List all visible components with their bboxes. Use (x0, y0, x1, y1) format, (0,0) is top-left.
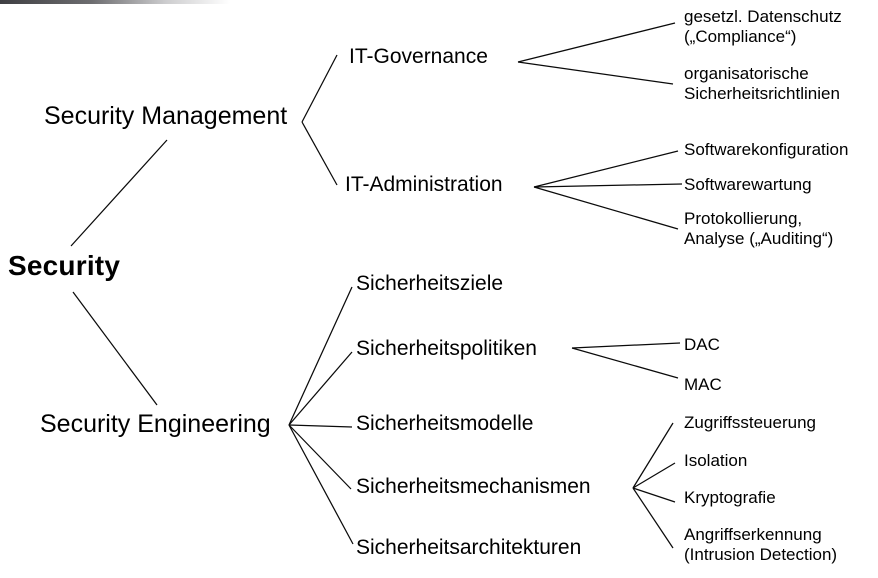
node-sicherheitsarchitekturen: Sicherheitsarchitekturen (356, 536, 582, 559)
edge-engineering-to-ziele (288, 286, 353, 426)
leaf-mac: MAC (684, 375, 722, 395)
edge-mechanismen-to-angriffserkennung (632, 487, 674, 549)
edge-security-to-security-engineering (72, 291, 158, 406)
edge-governance-to-datenschutz (517, 22, 676, 63)
leaf-line: gesetzl. Datenschutz (684, 7, 842, 26)
top-edge-artifact (0, 0, 230, 4)
leaf-softwarekonfiguration: Softwarekonfiguration (684, 140, 848, 160)
leaf-organisatorische-richtlinien: organisatorische Sicherheitsrichtlinien (684, 64, 840, 104)
edge-mechanismen-to-zugriffssteuerung (632, 422, 674, 489)
edge-engineering-to-mechanismen (288, 424, 352, 490)
leaf-line: Protokollierung, (684, 209, 803, 228)
leaf-line: („Compliance“) (684, 27, 797, 46)
leaf-gesetzl-datenschutz: gesetzl. Datenschutz („Compliance“) (684, 7, 842, 47)
node-sicherheitsmechanismen: Sicherheitsmechanismen (356, 475, 591, 498)
leaf-line: Softwarekonfiguration (684, 140, 849, 159)
node-security-management: Security Management (44, 102, 288, 130)
edge-administration-to-konfiguration (533, 150, 679, 188)
node-sicherheitsziele: Sicherheitsziele (356, 272, 504, 295)
node-sicherheitspolitiken: Sicherheitspolitiken (356, 337, 537, 360)
edge-management-to-it-governance (301, 54, 338, 123)
leaf-isolation: Isolation (684, 451, 747, 471)
leaf-zugriffssteuerung: Zugriffssteuerung (684, 413, 816, 433)
leaf-line: Zugriffssteuerung (684, 413, 816, 432)
leaf-line: Kryptografie (684, 488, 776, 507)
leaf-line: Analyse („Auditing“) (684, 229, 834, 248)
leaf-line: Isolation (684, 451, 748, 470)
leaf-line: organisatorische (684, 64, 809, 83)
edge-administration-to-protokollierung (533, 186, 679, 230)
node-sicherheitsmodelle: Sicherheitsmodelle (356, 412, 534, 435)
leaf-softwarewartung: Softwarewartung (684, 175, 812, 195)
edge-engineering-to-architekturen (288, 424, 354, 545)
edge-engineering-to-politiken (288, 351, 353, 426)
leaf-line: DAC (684, 335, 720, 354)
leaf-line: Angriffserkennung (684, 525, 822, 544)
node-it-administration: IT-Administration (345, 173, 503, 196)
edge-politiken-to-dac (571, 342, 681, 349)
leaf-line: (Intrusion Detection) (684, 545, 838, 564)
edge-mechanismen-to-isolation (632, 462, 676, 489)
leaf-angriffserkennung: Angriffserkennung (Intrusion Detection) (684, 525, 837, 565)
edge-management-to-it-administration (301, 121, 338, 186)
leaf-line: Softwarewartung (684, 175, 812, 194)
leaf-line: Sicherheitsrichtlinien (684, 84, 840, 103)
leaf-kryptografie: Kryptografie (684, 488, 776, 508)
edge-security-to-security-management (70, 139, 168, 247)
edge-administration-to-wartung (533, 183, 683, 188)
leaf-protokollierung-analyse: Protokollierung, Analyse („Auditing“) (684, 209, 833, 249)
edge-engineering-to-modelle (288, 424, 353, 428)
node-security-engineering: Security Engineering (40, 410, 271, 438)
node-it-governance: IT-Governance (349, 45, 488, 68)
edge-mechanismen-to-kryptografie (632, 487, 676, 503)
edge-politiken-to-mac (571, 347, 679, 379)
leaf-dac: DAC (684, 335, 720, 355)
leaf-line: MAC (684, 375, 722, 394)
edge-governance-to-richtlinien (517, 61, 674, 85)
node-security: Security (8, 250, 121, 281)
